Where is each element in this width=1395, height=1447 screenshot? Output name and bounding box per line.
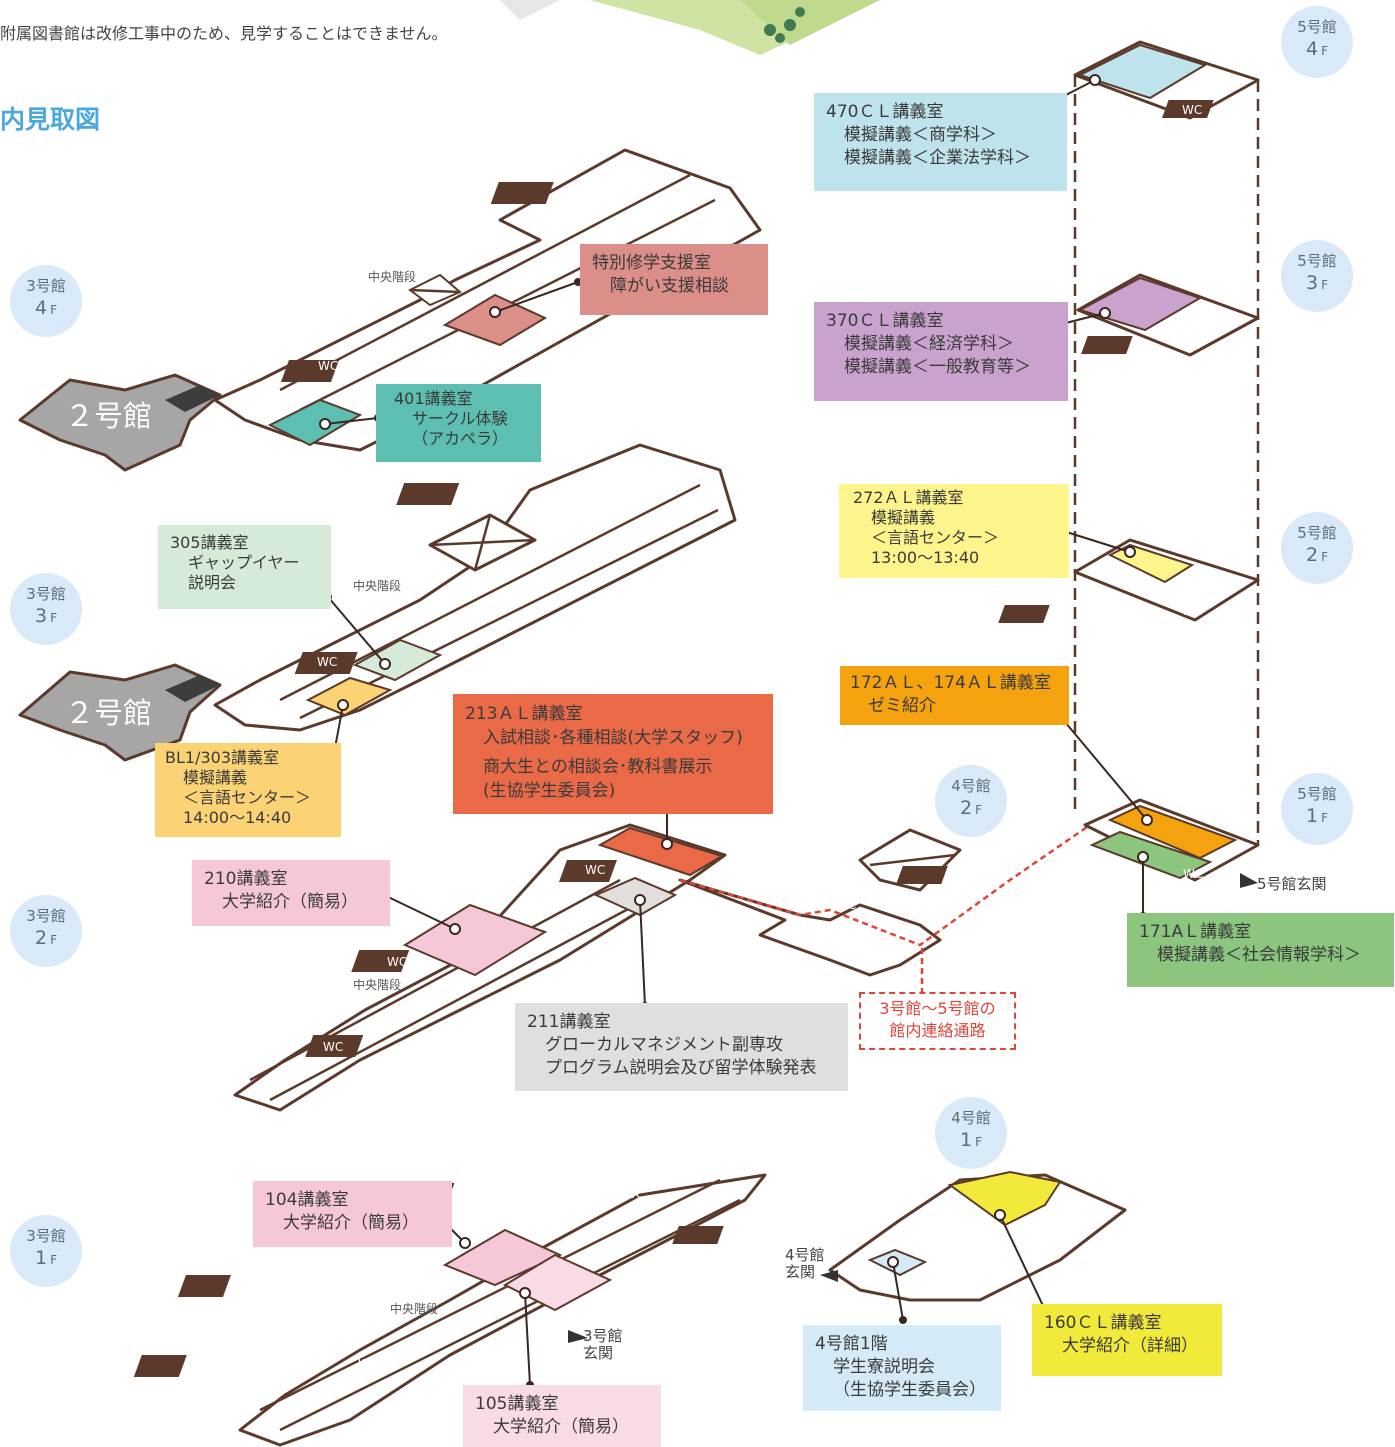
wc-label: WC — [317, 655, 338, 669]
building3-floor3 — [18, 443, 737, 762]
entrance-b3-label: 3号館玄関 — [583, 1327, 623, 1362]
wc-label: WC — [420, 1277, 441, 1291]
room-box-213al: 213ＡＬ講義室入試相談･各種相談(大学スタッフ)商大生との相談会･教科書展示(… — [453, 694, 773, 814]
building2-label-3f: ２号館 — [65, 696, 153, 730]
building3-floor4 — [18, 148, 762, 472]
room-box-210: 210講義室大学紹介（簡易） — [192, 860, 390, 926]
room-box-172al-174al: 172ＡＬ、174ＡＬ講義室ゼミ紹介 — [840, 666, 1069, 725]
building3-floor2 — [233, 823, 962, 1112]
central-stairs-label-1f: 中央階段 — [390, 1302, 439, 1316]
room-box-305: 305講義室ギャップイヤー説明会 — [158, 525, 331, 609]
wc-label: WC — [836, 898, 857, 912]
wc-label: WC — [1180, 338, 1201, 352]
building3-floor1 — [133, 1173, 767, 1447]
room-box-160cl: 160ＣＬ講義室大学紹介（詳細） — [1032, 1304, 1222, 1376]
room-box-370cl: 370ＣＬ講義室模擬講義＜経済学科＞模擬講義＜一般教育等＞ — [814, 302, 1068, 401]
room-box-bl1-303: BL1/303講義室模擬講義＜言語センター＞14:00～14:40 — [155, 743, 341, 837]
wc-label: WC — [585, 187, 606, 201]
wc-label: WC — [1182, 103, 1203, 117]
central-stairs-label-3f: 中央階段 — [353, 579, 402, 593]
entrance-b4-label: 4号館玄関 — [785, 1246, 825, 1281]
wc-label: WC — [318, 359, 339, 373]
room-box-special-support: 特別修学支援室障がい支援相談 — [580, 244, 768, 315]
section-title: 内見取図 — [0, 105, 101, 134]
central-stairs-label-2f: 中央階段 — [353, 978, 402, 992]
room-box-105: 105講義室大学紹介（簡易） — [463, 1385, 661, 1447]
top-map-fragment — [500, 0, 880, 55]
wc-label: WC — [387, 955, 408, 969]
central-stairs-label-4f: 中央階段 — [368, 270, 417, 284]
wc-label: WC — [323, 1040, 344, 1054]
wc-label: WC — [624, 1187, 645, 1201]
room-box-470cl: 470ＣＬ講義室模擬講義＜商学科＞模擬講義＜企業法学科＞ — [814, 93, 1067, 191]
building4-floor1 — [672, 1170, 1127, 1302]
room-box-104: 104講義室大学紹介（簡易） — [253, 1181, 452, 1247]
entrance-b5-label: 5号館玄関 — [1257, 875, 1327, 893]
room-box-401: 401講義室サークル体験（アカペラ） — [376, 384, 541, 462]
connection-route — [679, 823, 1091, 947]
wc-label: WC — [358, 1357, 379, 1371]
wc-label: WC — [585, 863, 606, 877]
room-box-272al: 272ＡＬ講義室模擬講義＜言語センター＞13:00～13:40 — [839, 484, 1069, 578]
library-closed-notice: 附属図書館は改修工事中のため、見学することはできません。 — [0, 24, 448, 43]
wc-label: WC — [1183, 867, 1204, 881]
room-box-b4-1f: 4号館1階学生寮説明会（生協学生委員会） — [803, 1325, 1001, 1411]
building2-label-4f: ２号館 — [65, 399, 153, 433]
connection-route-label: 3号館～5号館の 館内連絡通路 — [859, 992, 1016, 1050]
room-box-211: 211講義室グローカルマネジメント副専攻プログラム説明会及び留学体験発表 — [515, 1003, 848, 1091]
wc-label: WC — [916, 1231, 937, 1245]
wc-label: WC — [1182, 604, 1203, 618]
wc-label: WC — [585, 485, 606, 499]
room-box-171al: 171AＬ講義室模擬講義＜社会情報学科＞ — [1127, 913, 1394, 987]
